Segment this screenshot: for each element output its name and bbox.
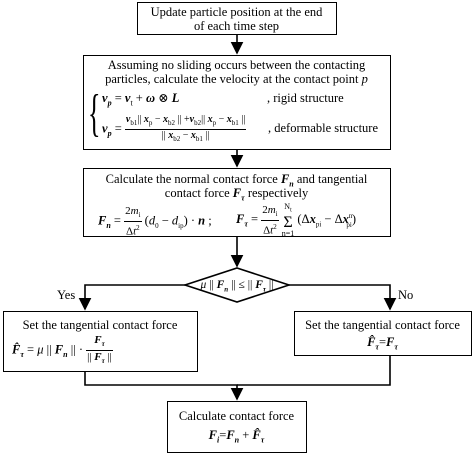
force-box: Calculate the normal contact force Fn an… [83, 168, 391, 238]
brace: { [88, 85, 101, 142]
deformable-label: , deformable structure [268, 121, 379, 135]
rigid-equation: vp = vt + ω ⊗ L [102, 91, 180, 108]
arrow-decision-no [289, 284, 397, 311]
decision-condition: μ || Fn || ≤ || Fτ || [200, 279, 274, 294]
yes-box-equation: F̂τ = μ || Fn || · Fτ|| Fτ || [12, 334, 113, 366]
no-box-equation: F̂τ=Fτ [367, 335, 398, 352]
yes-label: Yes [57, 288, 76, 302]
no-label: No [398, 288, 414, 302]
velocity-line1: Assuming no sliding occurs between the c… [107, 58, 366, 72]
yes-tangential-box: Set the tangential contact force F̂τ = μ… [3, 311, 198, 372]
no-tangential-box: Set the tangential contact force F̂τ=Fτ [294, 311, 472, 356]
final-contact-force-box: Calculate contact force Fi=Fn + F̂τ [167, 401, 307, 453]
arrow-yes-to-final [84, 372, 244, 401]
no-box-line1: Set the tangential contact force [305, 318, 460, 332]
final-equation: Fi=Fn + F̂τ [208, 428, 265, 445]
decision-diamond [182, 267, 292, 303]
update-line2: of each time step [193, 19, 280, 33]
contact-point-symbol: p [361, 72, 368, 86]
update-position-box: Update particle position at the end of e… [137, 2, 337, 35]
force-line2: contact force Fτ respectively [164, 186, 309, 203]
rigid-label: , rigid structure [267, 91, 344, 105]
arrow-decision-yes [78, 284, 185, 311]
force-line1: Calculate the normal contact force Fn an… [105, 172, 368, 189]
update-line1: Update particle position at the end [150, 5, 323, 19]
arrow-no-to-final [237, 356, 391, 386]
deformable-equation: vp = vb1|| xp − xb2 || +vb2|| xp − xb1 |… [102, 114, 247, 143]
velocity-line2: particles, calculate the velocity at the… [105, 72, 368, 86]
final-line1: Calculate contact force [178, 409, 295, 423]
velocity-box: Assuming no sliding occurs between the c… [83, 55, 391, 150]
yes-box-line1: Set the tangential contact force [22, 318, 178, 332]
